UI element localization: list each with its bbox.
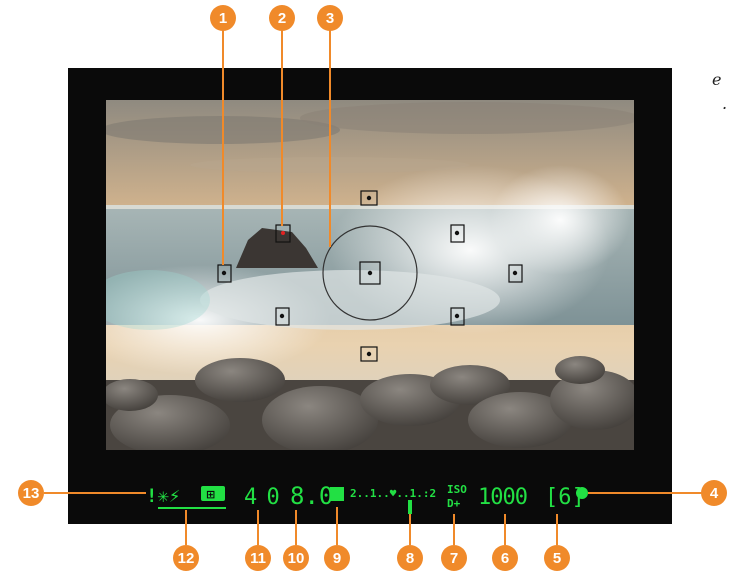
viewfinder-photo	[106, 100, 634, 450]
fec-indicator-icon	[201, 486, 225, 501]
svg-text:3: 3	[326, 10, 334, 27]
svg-text:5: 5	[553, 550, 561, 567]
callout-markers: 1 2 3 4 5 6 7 8 9 10 11 12 13	[18, 5, 727, 571]
iso-label: ISO	[447, 483, 467, 496]
af-point-lower-left	[275, 307, 290, 326]
svg-text:11: 11	[250, 550, 266, 567]
callout-13: 13	[18, 480, 44, 506]
svg-text:6: 6	[501, 550, 509, 567]
svg-text:2: 2	[278, 10, 286, 27]
callout-7: 7	[441, 545, 467, 571]
af-points	[217, 190, 523, 362]
af-point-center	[359, 261, 381, 285]
iso-mode: D+	[447, 497, 461, 510]
af-point-upper-right	[450, 224, 465, 243]
callout-1: 1	[210, 5, 236, 31]
svg-text:12: 12	[178, 550, 195, 567]
callout-3: 3	[317, 5, 343, 31]
af-point-lower-right	[450, 307, 465, 326]
callout-8: 8	[397, 545, 423, 571]
af-point-bottom	[360, 346, 378, 362]
callout-6: 6	[492, 545, 518, 571]
flash-exposure-value: 4 0	[244, 485, 278, 510]
focus-confirm-dot	[576, 487, 588, 499]
exposure-level-bar	[408, 500, 412, 514]
af-point-top	[360, 190, 378, 206]
callout-12: 12	[173, 545, 199, 571]
callout-10: 10	[283, 545, 309, 571]
callout-5: 5	[544, 545, 570, 571]
edge-text-fragment-1: e	[712, 70, 722, 89]
svg-text:1: 1	[219, 10, 227, 27]
callout-2: 2	[269, 5, 295, 31]
af-point-right	[508, 264, 523, 283]
svg-text:13: 13	[23, 485, 40, 502]
indicator-underline	[158, 507, 226, 509]
svg-text:7: 7	[450, 550, 458, 567]
callout-9: 9	[324, 545, 350, 571]
exposure-scale: 2..1..♥..1.:2	[350, 487, 436, 500]
aperture-value: 8.0	[290, 482, 333, 510]
callout-11: 11	[245, 545, 271, 571]
info-display: !✳︎⚡ ⊞ 4 0 8.0 2..1..♥..1.:2 ISO D+ 1000…	[146, 482, 588, 514]
svg-text:⊞: ⊞	[206, 488, 215, 501]
svg-text:10: 10	[288, 550, 305, 567]
svg-text:4: 4	[710, 485, 719, 502]
spot-metering-circle	[322, 225, 418, 321]
status-indicators: !✳︎⚡	[146, 485, 180, 507]
edge-text-fragment-2: .	[722, 94, 728, 113]
af-point-left	[217, 264, 232, 283]
callout-4: 4	[701, 480, 727, 506]
exposure-comp-icon	[330, 487, 344, 501]
svg-text:9: 9	[333, 550, 341, 567]
callout-leaders	[44, 30, 703, 545]
svg-text:8: 8	[406, 550, 414, 567]
shutter-speed-value: 1000	[478, 485, 527, 510]
